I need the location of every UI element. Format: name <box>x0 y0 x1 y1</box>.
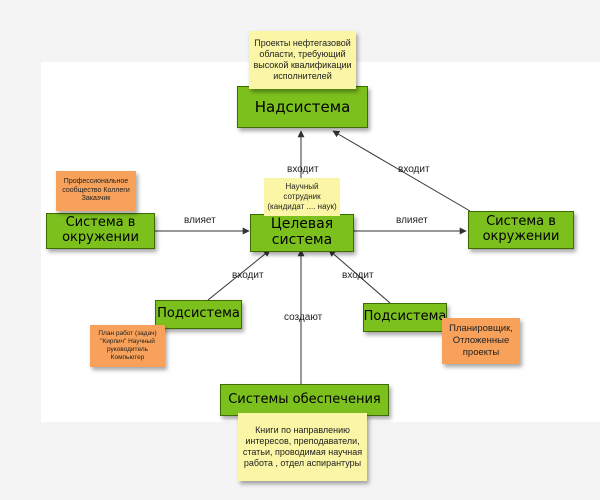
node-subsystem-left[interactable]: Подсистема <box>155 300 242 329</box>
edge-label-env-right-supersystem: входит <box>398 164 430 175</box>
node-subsystem-right[interactable]: Подсистема <box>363 303 447 332</box>
node-target-system[interactable]: Целевая система <box>250 214 354 252</box>
node-env-left[interactable]: Система в окружении <box>46 213 155 249</box>
note-env-left[interactable]: Профессиональное сообщество Коллеги Зака… <box>56 171 136 211</box>
edge-subsystem-right-to-target <box>328 249 391 304</box>
note-subsystem-left[interactable]: План работ (задач) "Кирпич" Научный руко… <box>90 325 165 367</box>
note-support-systems[interactable]: Книги по направлению интересов, преподав… <box>238 413 367 481</box>
edge-label-support: создают <box>284 312 323 323</box>
note-target[interactable]: Научный сотрудник (кандидат .... наук) <box>264 178 340 216</box>
note-subsystem-right[interactable]: Планировщик, Отложенные проекты <box>442 318 520 364</box>
edge-label-subsystem-left: входит <box>232 270 264 281</box>
edge-label-target-env-right: влияет <box>396 215 428 226</box>
edge-label-subsystem-right: входит <box>342 270 374 281</box>
edge-label-target-supersystem: входит <box>287 164 319 175</box>
edge-env-right-to-supersystem <box>332 130 471 212</box>
node-support-systems[interactable]: Системы обеспечения <box>220 384 389 416</box>
note-supersystem[interactable]: Проекты нефтегазовой области, требующий … <box>249 31 356 89</box>
node-env-right[interactable]: Система в окружении <box>468 211 574 249</box>
node-supersystem[interactable]: Надсистема <box>237 86 368 128</box>
edge-label-env-left-target: влияет <box>184 215 216 226</box>
edge-subsystem-left-to-target <box>207 249 271 301</box>
